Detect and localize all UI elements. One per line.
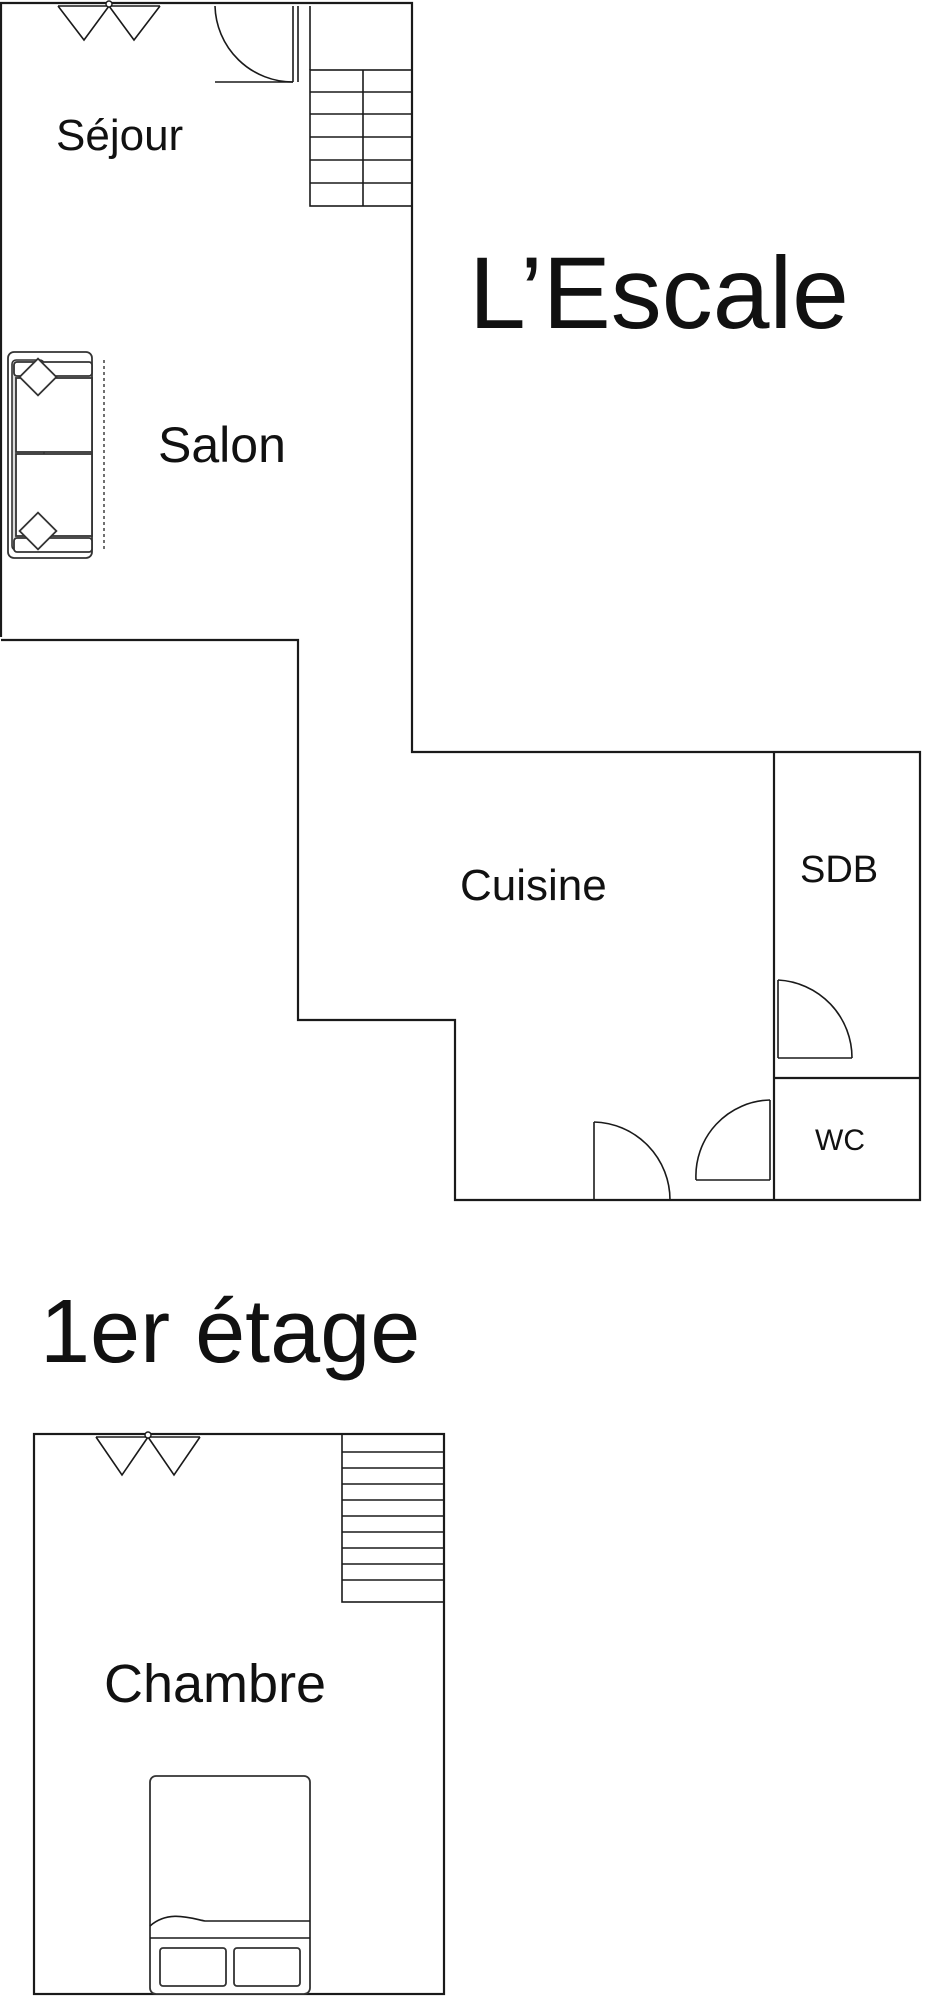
window-icon	[57, 0, 161, 42]
door-icon	[777, 979, 853, 1059]
room-label-wc: WC	[815, 1124, 865, 1157]
room-label-chambre: Chambre	[104, 1654, 326, 1714]
bed-icon	[149, 1775, 311, 1995]
door-icon	[593, 1121, 671, 1201]
room-label-sejour: Séjour	[56, 111, 183, 160]
plan-title: L’Escale	[469, 236, 849, 350]
room-label-cuisine: Cuisine	[460, 861, 607, 910]
window-icon	[95, 1431, 201, 1477]
room-label-salon: Salon	[158, 417, 286, 473]
floor-heading: 1er étage	[40, 1282, 420, 1382]
room-label-sdb: SDB	[800, 849, 878, 891]
ground-floor-walls	[0, 1, 922, 1202]
door-icon	[695, 1099, 771, 1181]
door-icon	[214, 5, 299, 83]
staircase-icon	[309, 6, 413, 207]
sofa-icon	[7, 351, 105, 559]
staircase-icon	[341, 1433, 445, 1603]
